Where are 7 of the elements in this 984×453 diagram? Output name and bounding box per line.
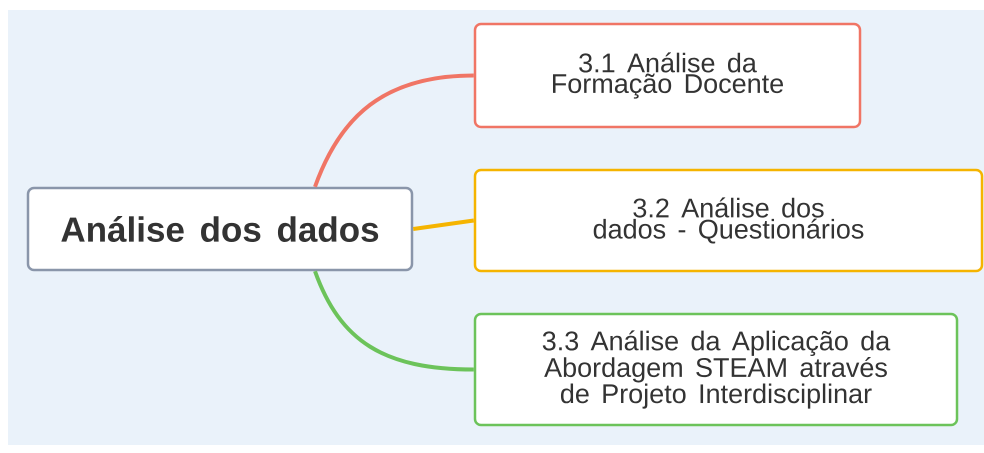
subtopic-box: 3.1 Análise da Formação Docente bbox=[474, 22, 862, 128]
topic-box: Análise dos dados bbox=[26, 186, 414, 272]
subtopic-box: 3.2 Análise dos dados - Questionários bbox=[474, 168, 984, 272]
subtopic-box: 3.3 Análise da Aplicação da Abordagem STEAM através de Projeto Interdisciplinar bbox=[474, 312, 958, 426]
branch-line bbox=[313, 270, 474, 372]
branch-line bbox=[412, 218, 474, 231]
branch-line bbox=[313, 74, 474, 188]
